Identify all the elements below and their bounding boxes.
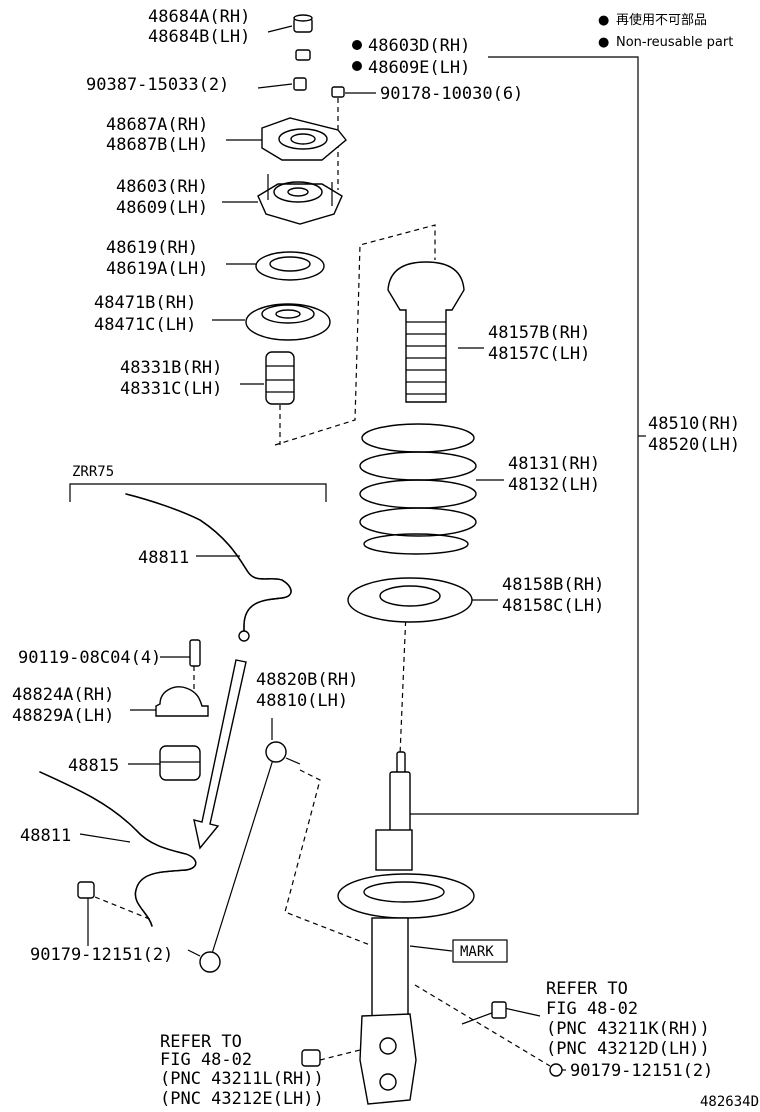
legend-bullet-1: ●	[598, 13, 609, 28]
bolt-90119	[189, 639, 201, 667]
refer-left-line2: FIG 48-02	[160, 1050, 252, 1070]
label-48603d: 48603D(RH)	[368, 36, 470, 56]
label-48520: 48520(LH)	[648, 435, 740, 455]
label-zrr75: ZRR75	[72, 464, 114, 480]
label-48687b: 48687B(LH)	[106, 135, 208, 155]
bump-stop	[265, 351, 295, 405]
refer-right-line1: REFER TO	[546, 979, 628, 999]
label-48619a: 48619A(LH)	[106, 259, 208, 279]
label-48824a: 48824A(RH)	[12, 685, 114, 705]
refer-left-line3: (PNC 43211L(RH))	[160, 1069, 324, 1089]
label-48331c: 48331C(LH)	[120, 379, 222, 399]
support-plate	[261, 117, 347, 161]
strut-mount	[257, 174, 343, 225]
label-48684b: 48684B(LH)	[148, 27, 250, 47]
stabilizer-bushing	[159, 745, 201, 781]
legend: ● 再使用不可部品 ● Non-reusable part	[598, 12, 733, 50]
stabilizer-bar-lower	[39, 771, 197, 927]
label-48603: 48603(RH)	[116, 177, 208, 197]
knuckle-bolt	[461, 1001, 507, 1025]
label-48609: 48609(LH)	[116, 198, 208, 218]
legend-japanese: 再使用不可部品	[616, 12, 707, 28]
strut-bearing	[255, 251, 325, 281]
label-48331b: 48331B(RH)	[120, 358, 222, 378]
label-48609e: 48609E(LH)	[368, 58, 470, 78]
label-48158c: 48158C(LH)	[502, 596, 604, 616]
label-48811-lower: 48811	[20, 826, 71, 846]
label-48510: 48510(RH)	[648, 414, 740, 434]
legend-bullet-2: ●	[598, 35, 609, 50]
shock-absorber	[337, 751, 475, 1105]
coil-spring	[359, 423, 477, 555]
label-90178: 90178-10030(6)	[380, 84, 523, 104]
label-90119: 90119-08C04(4)	[18, 648, 161, 668]
label-48829a: 48829A(LH)	[12, 706, 114, 726]
label-90387: 90387-15033(2)	[86, 75, 229, 95]
label-48157b: 48157B(RH)	[488, 323, 590, 343]
non-reusable-marker-1	[352, 40, 362, 50]
label-48810: 48810(LH)	[256, 691, 348, 711]
figure-id: 482634D	[700, 1094, 759, 1110]
legend-english: Non-reusable part	[616, 35, 733, 50]
refer-right-line4: (PNC 43212D(LH))	[546, 1039, 710, 1059]
label-48132: 48132(LH)	[508, 475, 600, 495]
label-48471b: 48471B(RH)	[94, 293, 196, 313]
refer-left-line4: (PNC 43212E(LH))	[160, 1089, 324, 1109]
non-reusable-marker-2	[352, 61, 362, 71]
label-48820b: 48820B(RH)	[256, 670, 358, 690]
mark-box	[452, 939, 508, 963]
parts	[39, 14, 563, 1105]
label-48815: 48815	[68, 756, 119, 776]
nut-90179-left	[77, 881, 95, 899]
lock-nut	[295, 49, 311, 61]
refer-right-line3: (PNC 43211K(RH))	[546, 1019, 710, 1039]
dust-boot	[387, 261, 465, 403]
dust-cap	[293, 14, 313, 33]
label-48131: 48131(RH)	[508, 454, 600, 474]
spring-insulator	[245, 303, 331, 341]
stabilizer-link	[187, 741, 301, 973]
nut-90178	[331, 86, 345, 98]
leader-lines	[69, 25, 646, 1071]
nut-90179-right	[549, 1063, 563, 1077]
label-48158b: 48158B(RH)	[502, 575, 604, 595]
label-48684a: 48684A(RH)	[148, 7, 250, 27]
label-48619: 48619(RH)	[106, 238, 198, 258]
label-mark: MARK	[460, 944, 494, 960]
label-48687a: 48687A(RH)	[106, 115, 208, 135]
label-48471c: 48471C(LH)	[94, 315, 196, 335]
stabilizer-bracket	[155, 686, 209, 717]
part-labels: 48684A(RH) 48684B(LH) 48603D(RH) 48609E(…	[12, 7, 759, 1110]
label-90179-left: 90179-12151(2)	[30, 945, 173, 965]
bushing	[293, 77, 307, 91]
direction-arrow	[193, 659, 247, 850]
label-48157c: 48157C(LH)	[488, 344, 590, 364]
lower-spring-seat	[347, 577, 473, 623]
stabilizer-bar-upper	[125, 493, 292, 642]
refer-right-line2: FIG 48-02	[546, 999, 638, 1019]
label-48811-upper: 48811	[138, 548, 189, 568]
refer-left-line1: REFER TO	[160, 1032, 242, 1052]
knuckle-nut	[301, 1049, 321, 1067]
label-90179-right: 90179-12151(2)	[570, 1061, 713, 1081]
